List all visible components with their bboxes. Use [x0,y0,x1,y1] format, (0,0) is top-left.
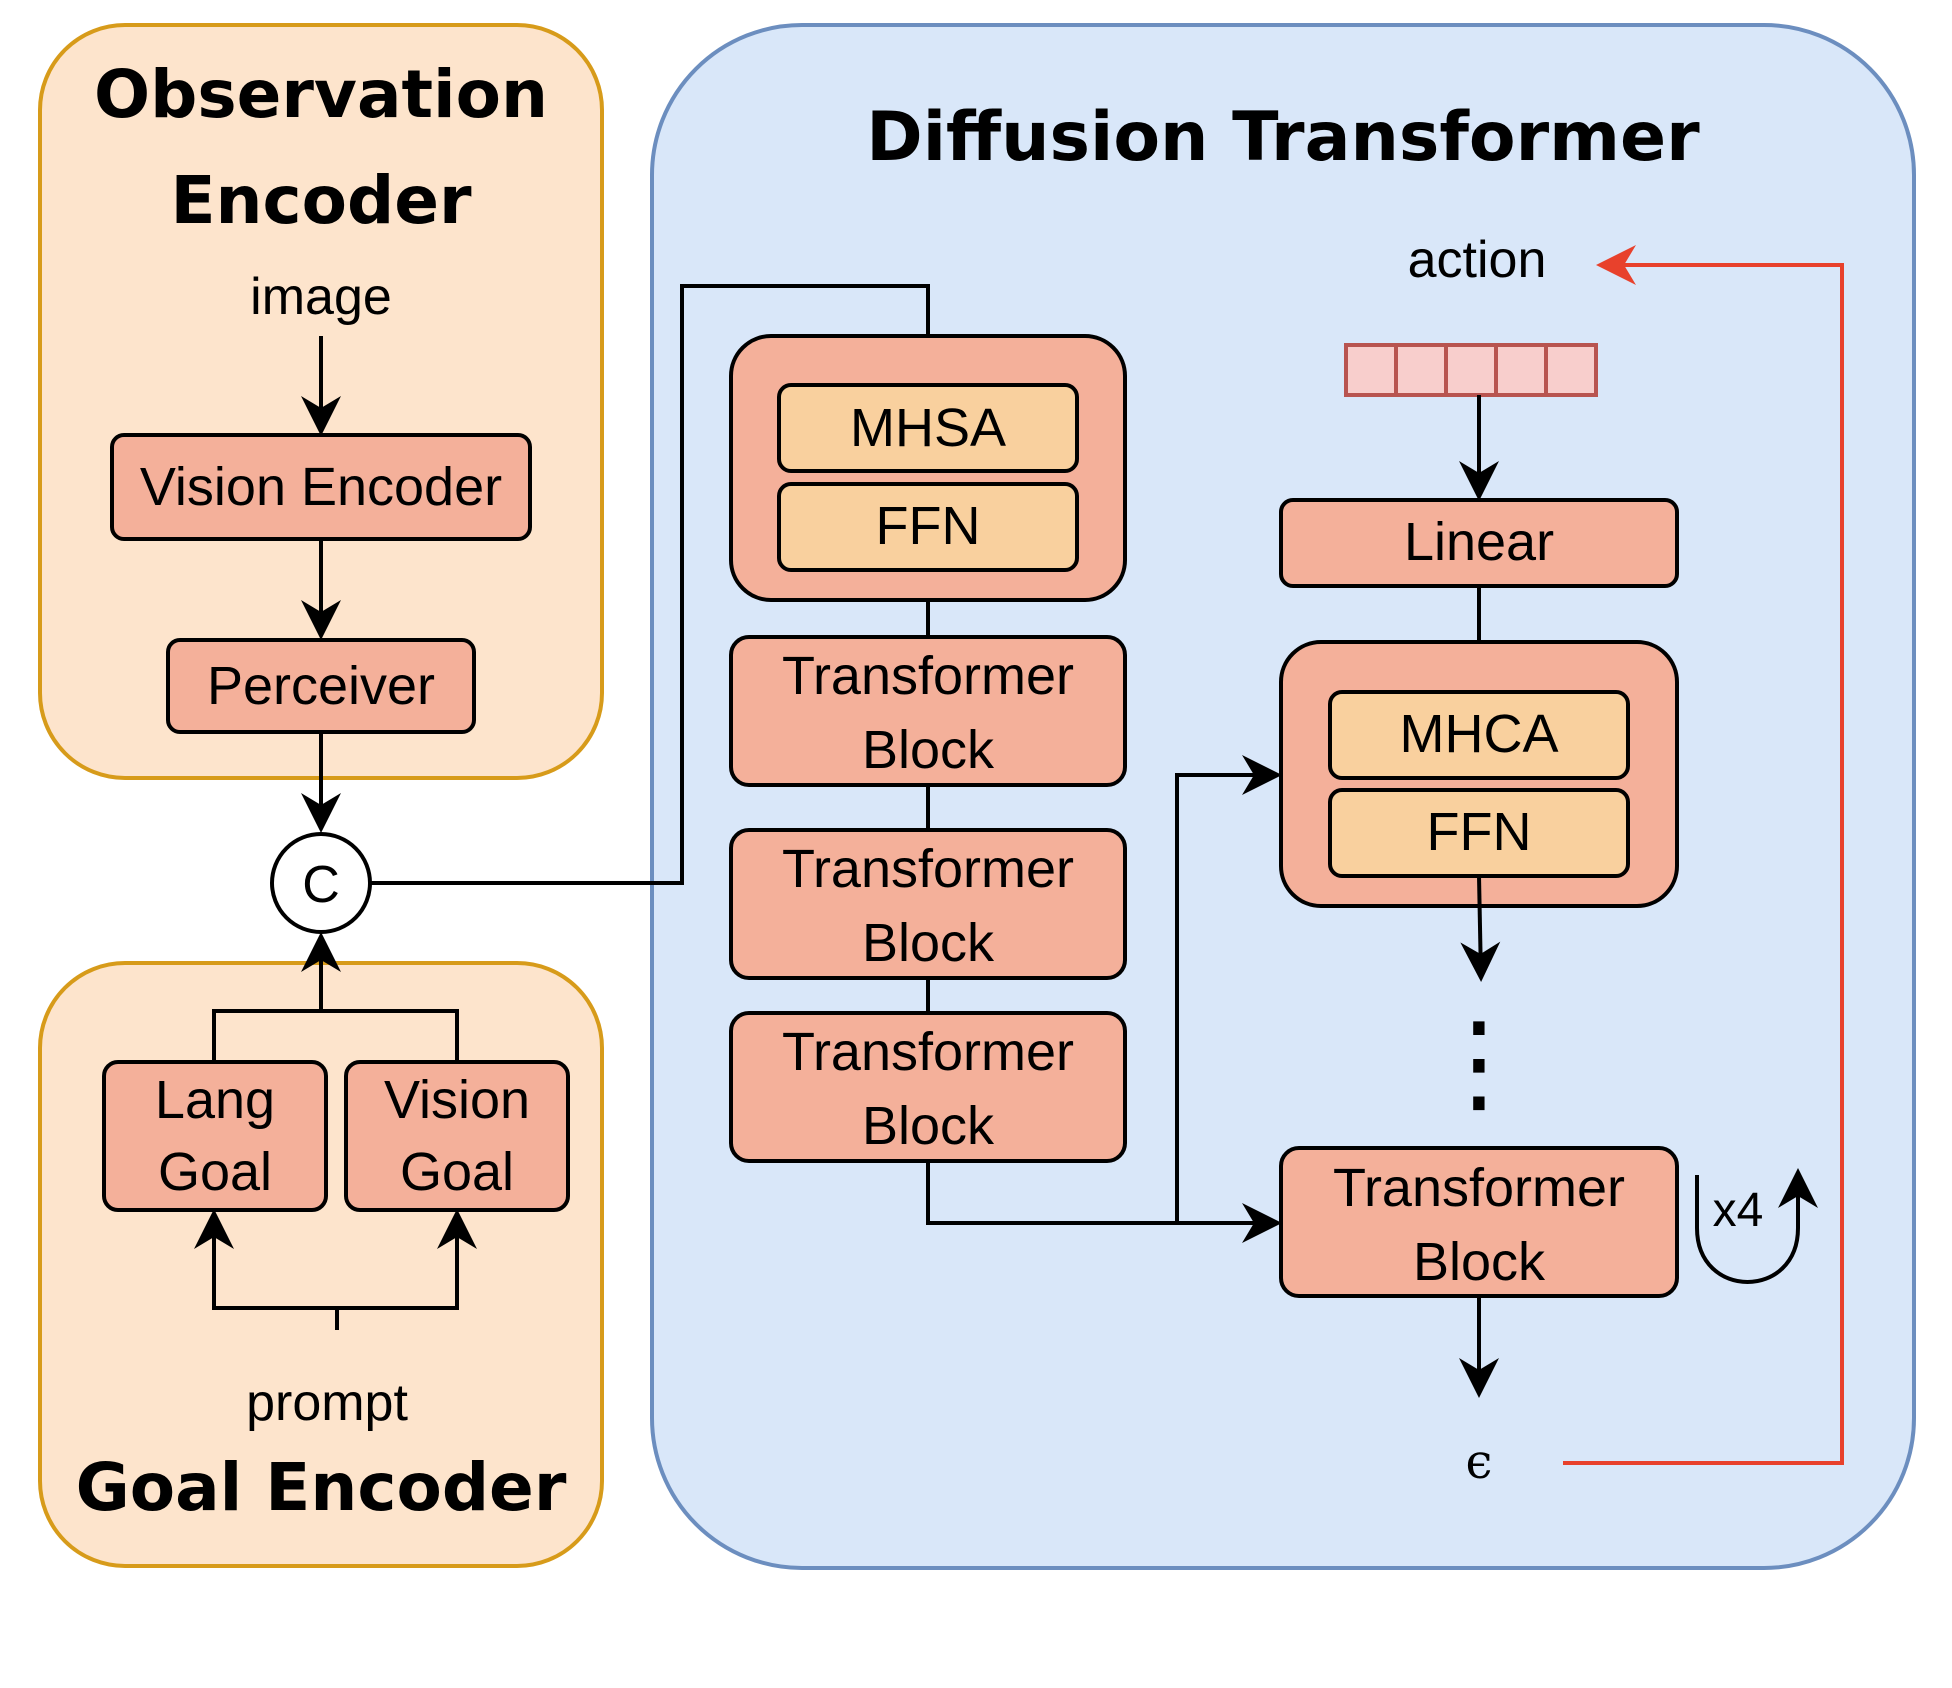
action-token-sequence [1344,343,1598,397]
goal-encoder-title: Goal Encoder [76,1449,567,1526]
encoder-transformer-block-1-line2: Block [862,720,995,780]
action-token [1394,343,1448,397]
action-token [1494,343,1548,397]
decoder-transformer-block-line2: Block [1413,1232,1546,1292]
observation-encoder-title-line1: Observation [94,56,548,133]
mhca-label: MHCA [1400,704,1559,764]
lang-goal-label-line1: Lang [155,1070,275,1130]
perceiver-label: Perceiver [207,656,435,716]
vision-encoder-label: Vision Encoder [140,457,502,517]
observation-encoder-title-line2: Encoder [170,162,472,239]
goals-merge-line [212,1009,459,1062]
ffn-to-ellipsis-arrow [1460,875,1501,982]
encoder-transformer-block-1-line1: Transformer [782,646,1074,706]
encoder-ffn-label: FFN [876,496,981,556]
vision-goal-label-line1: Vision [384,1070,530,1130]
encoder-to-mhca-arrow [1175,755,1282,1223]
encoder-transformer-block-2-line2: Block [862,913,995,973]
mhca-block [1328,690,1630,780]
noise-to-action-loop-arrow [1563,245,1844,1465]
prompt-to-vision-goal-arrow [337,1209,477,1310]
encoder-transformer-block-2-line1: Transformer [782,839,1074,899]
concat-node-label: C [302,856,340,914]
vision-goal-label-line2: Goal [400,1142,514,1202]
linear-label: Linear [1404,512,1554,572]
encoder-ffn-block [777,482,1079,572]
prompt-input-label: prompt [246,1374,408,1432]
action-token [1444,343,1498,397]
action-token [1344,343,1398,397]
decoder-transformer-block-line1: Transformer [1333,1158,1625,1218]
ellipsis-dots: ⋮ [1424,1001,1534,1124]
noise-epsilon-label: ϵ [1466,1434,1493,1490]
decoder-ffn-label: FFN [1427,802,1532,862]
concat-to-encoder-stack-line [370,284,930,885]
encoder-transformer-block-3-line1: Transformer [782,1022,1074,1082]
prompt-to-lang-goal-arrow [194,1209,337,1310]
mhsa-label: MHSA [850,398,1006,458]
action-token [1544,343,1598,397]
action-output-label: action [1408,231,1547,289]
encoder-to-decoder-block-arrow [926,1161,1282,1243]
lang-goal-label-line2: Goal [158,1142,272,1202]
repeat-loop-arrow [1695,1168,1818,1284]
image-input-label: image [250,268,392,326]
encoder-transformer-block-3-line2: Block [862,1096,995,1156]
diffusion-transformer-title: Diffusion Transformer [866,98,1700,177]
mhsa-block [777,383,1079,473]
repeat-count-label: x4 [1713,1184,1764,1237]
